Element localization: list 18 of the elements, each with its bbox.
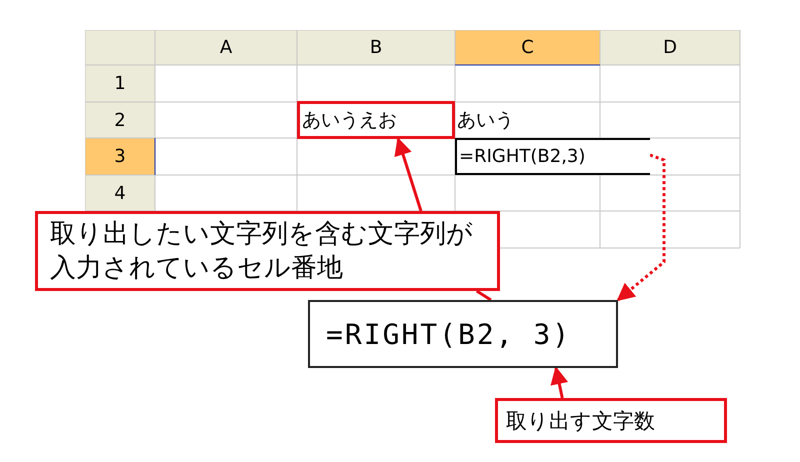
highlighted-cell: あいうえお [297, 101, 455, 139]
row-header: 3 [113, 145, 127, 169]
cell-text: あいう [457, 108, 515, 133]
row-header: 1 [113, 72, 127, 96]
leader-line [476, 290, 492, 302]
formula-cell: =RIGHT(B2,3) [455, 138, 650, 175]
formula-box: =RIGHT(B2, 3) [308, 300, 618, 368]
callout-box: 取り出したい文字列を含む文字列が入力されているセル番地 [35, 211, 500, 291]
row-header: 2 [113, 108, 127, 132]
row-header: 4 [113, 182, 127, 206]
arrow [550, 366, 568, 398]
arrow [616, 154, 666, 302]
arrow [394, 137, 422, 212]
column-header: D [662, 36, 678, 60]
callout-box: 取り出す文字数 [495, 398, 727, 443]
column-header: B [368, 36, 384, 60]
column-header: C [520, 36, 535, 60]
column-header: A [218, 36, 234, 60]
